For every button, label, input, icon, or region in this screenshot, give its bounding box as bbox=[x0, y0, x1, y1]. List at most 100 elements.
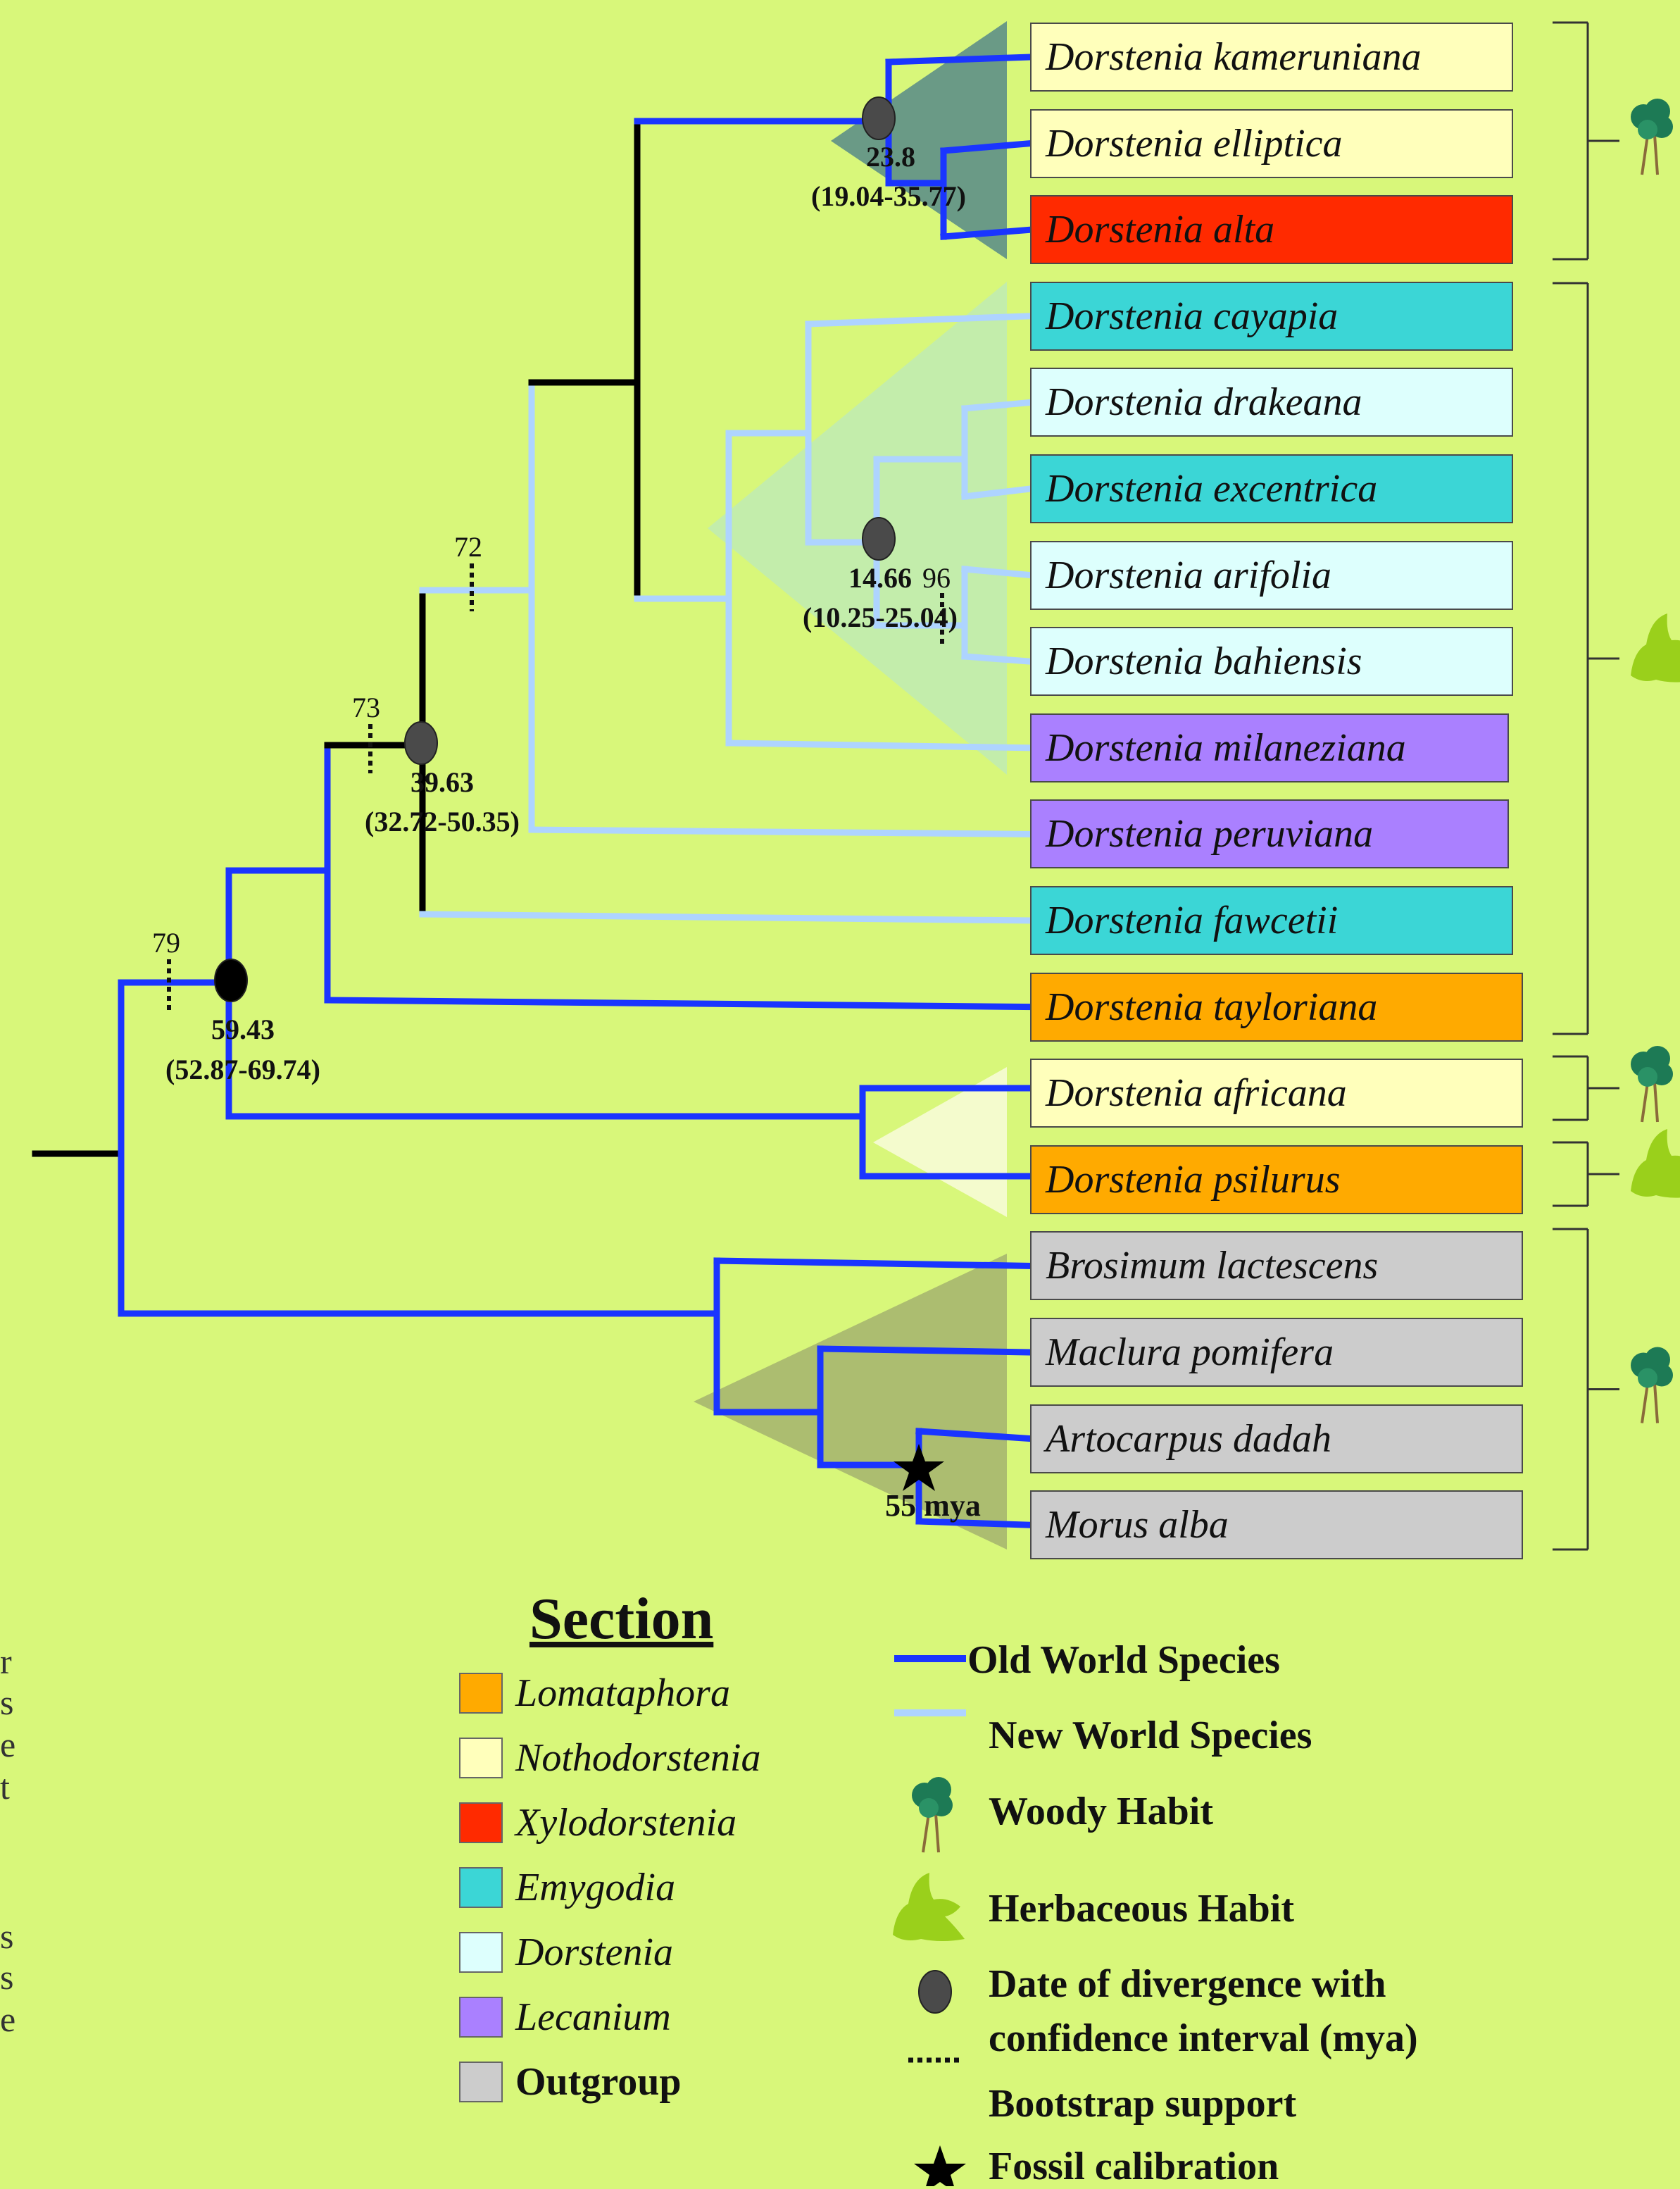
taxon-label: Morus alba bbox=[1030, 1490, 1523, 1560]
divergence-date: 59.43 bbox=[211, 1014, 275, 1045]
section-legend-item: Dorstenia bbox=[459, 1931, 673, 1974]
new-world-label: New World Species bbox=[989, 1714, 1312, 1757]
habit-bracket bbox=[1553, 21, 1619, 261]
habit-bracket bbox=[1553, 1055, 1619, 1121]
bootstrap-value: 72 bbox=[454, 531, 482, 563]
branch bbox=[961, 566, 1034, 579]
habit-bracket bbox=[1553, 1228, 1619, 1551]
tree-icon bbox=[1631, 1046, 1673, 1123]
woody-habit-label: Woody Habit bbox=[989, 1790, 1213, 1833]
habit-bracket bbox=[1553, 1141, 1619, 1207]
section-color-swatch bbox=[459, 1997, 503, 2038]
woody-habit-icon bbox=[912, 1777, 953, 1853]
cropped-caption-fragment: s bbox=[0, 1683, 14, 1722]
cropped-caption-fragment: s bbox=[0, 1957, 14, 1997]
branch bbox=[528, 826, 1034, 837]
cropped-caption-fragment: e bbox=[0, 1725, 16, 1764]
divergence-date: 14.66 bbox=[848, 562, 912, 594]
section-legend-heading: Section bbox=[529, 1586, 714, 1652]
herbaceous-habit-icon bbox=[893, 1873, 965, 1941]
bootstrap-label: Bootstrap support bbox=[989, 2082, 1297, 2126]
divergence-interval: (32.72-50.35) bbox=[365, 806, 520, 837]
section-legend-label: Nothodorstenia bbox=[515, 1736, 761, 1780]
section-color-swatch bbox=[459, 1738, 503, 1778]
branch bbox=[961, 653, 1034, 666]
taxon-label: Dorstenia milaneziana bbox=[1030, 713, 1509, 782]
branch bbox=[915, 1518, 1034, 1528]
bootstrap-value: 79 bbox=[152, 927, 180, 959]
section-legend-item: Outgroup bbox=[459, 2060, 681, 2104]
branch bbox=[805, 313, 1034, 328]
taxon-label: Dorstenia africana bbox=[1030, 1059, 1523, 1128]
phylogenetic-tree-branches bbox=[32, 54, 1034, 1528]
branch bbox=[961, 399, 1034, 412]
branch bbox=[817, 1345, 1034, 1356]
habit-bracket bbox=[1553, 282, 1619, 1035]
section-legend-label: Xylodorstenia bbox=[515, 1801, 737, 1845]
section-legend-item: Emygodia bbox=[459, 1866, 675, 1909]
taxon-label: Dorstenia tayloriana bbox=[1030, 972, 1523, 1042]
taxon-label: Dorstenia arifolia bbox=[1030, 540, 1513, 610]
taxon-label: Dorstenia elliptica bbox=[1030, 108, 1513, 178]
divergence-node bbox=[214, 959, 248, 1002]
divergence-node bbox=[862, 96, 896, 140]
branch bbox=[915, 1428, 1034, 1442]
habit-icons bbox=[1631, 99, 1680, 1423]
fossil-calibration-star bbox=[894, 1444, 944, 1491]
clade-triangle-old-world bbox=[831, 21, 1007, 259]
section-legend-item: Lecanium bbox=[459, 1995, 671, 2039]
section-legend-item: Xylodorstenia bbox=[459, 1801, 736, 1845]
taxon-label: Dorstenia peruviana bbox=[1030, 799, 1509, 869]
clade-triangle-new-world bbox=[708, 282, 1007, 775]
bootstrap-value: 96 bbox=[922, 562, 951, 594]
divergence-date: 39.63 bbox=[410, 766, 474, 798]
old-world-label: Old World Species bbox=[967, 1638, 1280, 1682]
cropped-caption-fragment: e bbox=[0, 2000, 16, 2039]
taxon-label: Dorstenia bahiensis bbox=[1030, 627, 1513, 697]
divergence-node bbox=[404, 721, 438, 765]
fossil-label: Fossil calibration bbox=[989, 2145, 1279, 2188]
taxon-label: Artocarpus dadah bbox=[1030, 1404, 1523, 1473]
branch bbox=[885, 54, 1034, 66]
section-legend-label: Lecanium bbox=[515, 1995, 671, 2039]
fossil-star-icon bbox=[914, 2145, 966, 2186]
herb-icon bbox=[1631, 613, 1680, 682]
tree-icon bbox=[1631, 99, 1673, 175]
cropped-caption-fragment: s bbox=[0, 1916, 14, 1956]
divergence-label-line1: Date of divergence with bbox=[989, 1962, 1386, 2006]
taxon-label: Dorstenia kameruniana bbox=[1030, 23, 1513, 92]
taxon-label: Dorstenia cayapia bbox=[1030, 281, 1513, 351]
section-legend-label: Dorstenia bbox=[515, 1931, 673, 1974]
divergence-interval: (52.87-69.74) bbox=[165, 1054, 320, 1085]
herbaceous-habit-label: Herbaceous Habit bbox=[989, 1887, 1294, 1931]
legend-key-graphics bbox=[893, 1655, 966, 2186]
taxon-label: Dorstenia psilurus bbox=[1030, 1145, 1523, 1214]
section-legend-label: Emygodia bbox=[515, 1866, 676, 1909]
branch bbox=[961, 485, 1034, 500]
cropped-caption-fragment: r bbox=[0, 1642, 12, 1681]
divergence-label-line2: confidence interval (mya) bbox=[989, 2016, 1418, 2060]
section-legend-item: Lomataphora bbox=[459, 1671, 730, 1715]
tree-annotations: 23.8(19.04-35.77)14.66(10.25-25.04)39.63… bbox=[152, 96, 981, 1523]
taxon-label: Dorstenia excentrica bbox=[1030, 454, 1513, 523]
branch bbox=[725, 740, 1034, 752]
taxon-label: Dorstenia drakeana bbox=[1030, 368, 1513, 437]
clade-triangle-africana bbox=[873, 1067, 1007, 1217]
branch bbox=[940, 226, 1034, 240]
cropped-caption-fragment: t bbox=[0, 1767, 10, 1807]
branch bbox=[940, 139, 1034, 154]
section-color-swatch bbox=[459, 1802, 503, 1843]
branch bbox=[713, 1257, 1034, 1269]
divergence-interval: (10.25-25.04) bbox=[803, 601, 958, 633]
taxon-label: Brosimum lactescens bbox=[1030, 1231, 1523, 1301]
branch bbox=[324, 997, 1034, 1011]
section-legend-item: Nothodorstenia bbox=[459, 1736, 760, 1780]
tree-icon bbox=[1631, 1347, 1673, 1423]
section-color-swatch bbox=[459, 1932, 503, 1973]
herb-icon bbox=[1631, 1129, 1680, 1198]
section-color-swatch bbox=[459, 1673, 503, 1714]
branch bbox=[419, 911, 1034, 924]
divergence-node-icon bbox=[918, 1970, 952, 2014]
divergence-node bbox=[862, 517, 896, 561]
habit-brackets bbox=[1553, 21, 1619, 1551]
